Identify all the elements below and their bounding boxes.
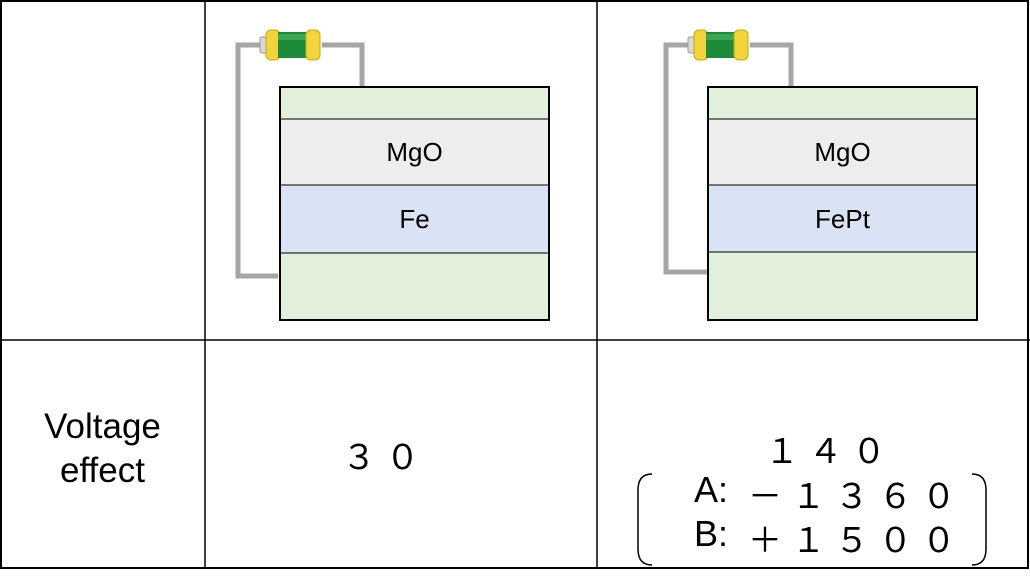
detail-b-value: ＋ １ ５ ０ ０ bbox=[748, 522, 956, 560]
left-circuit-wire bbox=[235, 42, 365, 279]
left-mgo-layer: MgO bbox=[280, 137, 549, 171]
layer-label-fe: Fe bbox=[399, 204, 430, 234]
layer-label-mgo: MgO bbox=[386, 137, 443, 167]
right-voltage-effect-value: １ ４ ０ bbox=[765, 433, 886, 471]
left-layer-stack bbox=[279, 86, 550, 321]
left-battery-icon bbox=[259, 29, 321, 61]
right-battery-icon bbox=[687, 29, 749, 61]
row-label-line1: Voltage bbox=[44, 407, 161, 446]
layer-label-mgo: MgO bbox=[814, 137, 871, 167]
layer-label-fept: FePt bbox=[815, 204, 870, 234]
detail-b-label: B: bbox=[694, 513, 729, 554]
right-fept-layer: FePt bbox=[708, 204, 977, 238]
right-layer-stack bbox=[707, 86, 978, 321]
left-fe-layer: Fe bbox=[280, 204, 549, 238]
right-circuit-wire bbox=[663, 42, 794, 275]
right-mgo-layer: MgO bbox=[708, 137, 977, 171]
left-voltage-effect-value: ３ ０ bbox=[342, 439, 420, 477]
detail-a-label: A: bbox=[694, 469, 729, 510]
detail-a-value: － １ ３ ６ ０ bbox=[748, 478, 956, 516]
value-bracket bbox=[637, 473, 987, 566]
row-label-line2: effect bbox=[60, 451, 145, 490]
